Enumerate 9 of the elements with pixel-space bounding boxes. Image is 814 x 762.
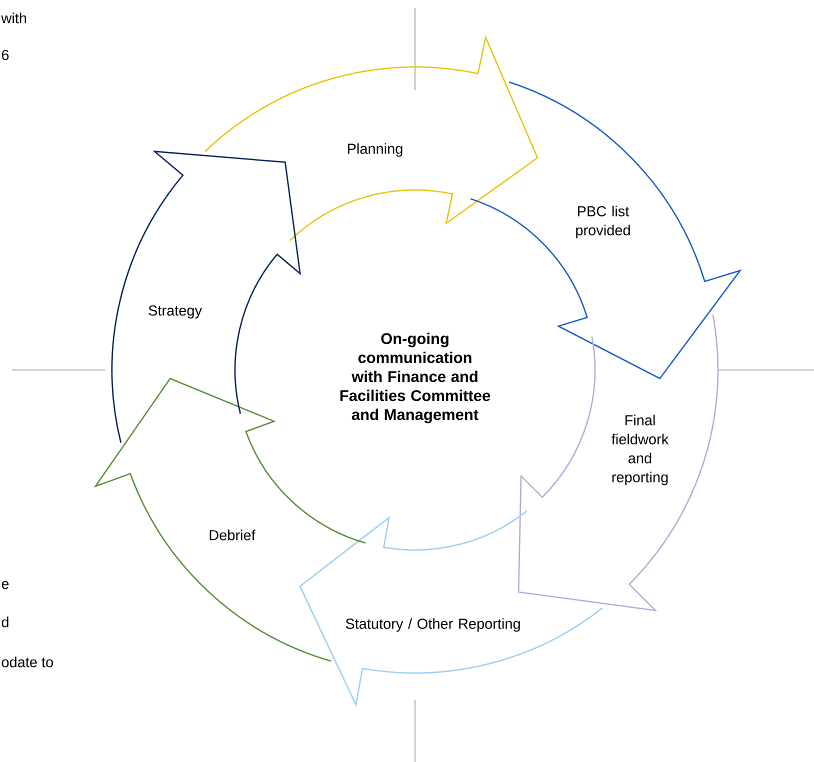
cut-off-text: e <box>2 581 9 589</box>
cycle-segment: Statutory / Other Reporting <box>299 510 603 706</box>
cut-off-text: odate to <box>2 656 53 668</box>
cut-off-text: 6 <box>2 50 9 60</box>
cycle-segment: Strategy <box>111 150 301 443</box>
cycle-segment: Planning <box>204 36 538 242</box>
cut-off-text: with <box>1 12 26 24</box>
cut-off-text: d <box>2 616 8 628</box>
cycle-segment: Final fieldwork and reporting <box>518 314 719 612</box>
